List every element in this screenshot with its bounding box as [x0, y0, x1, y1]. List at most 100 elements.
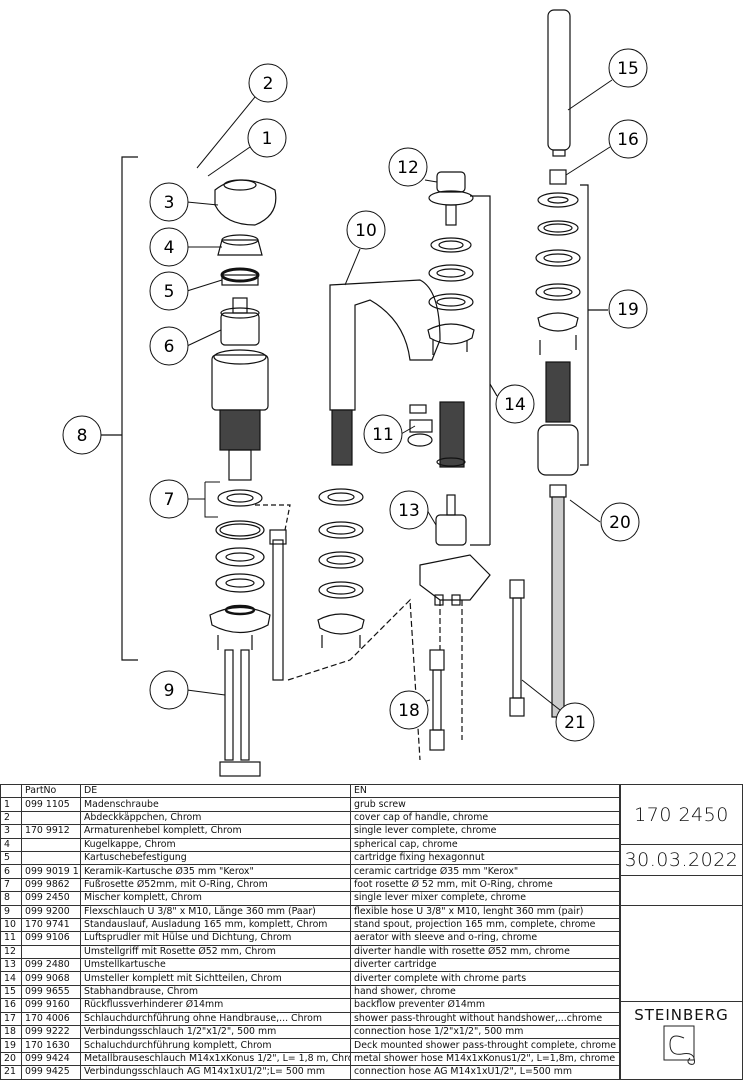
callout-2: 2 [248, 63, 288, 103]
cell-en: flexible hose Ü 3/8" x M10, lenght 360 m… [350, 904, 620, 919]
callout-10: 10 [346, 210, 386, 250]
cell-de: Madenschraube [80, 797, 351, 812]
cell-no: 19 [0, 1038, 22, 1053]
cell-no: 18 [0, 1025, 22, 1040]
cell-partno: 099 9655 [21, 984, 81, 1000]
cell-de: Standauslauf, Ausladung 165 mm, komplett… [80, 917, 351, 933]
spout-parts [287, 279, 441, 761]
callout-3: 3 [149, 182, 189, 222]
cell-de: Armaturenhebel komplett, Chrom [80, 824, 351, 839]
cell-partno: 099 9424 [21, 1051, 81, 1067]
cell-no: 20 [0, 1051, 22, 1067]
callout-4: 4 [149, 227, 189, 267]
svg-text:15: 15 [617, 59, 639, 79]
cell-partno: 170 9912 [21, 824, 81, 839]
cell-de: Schlauchdurchführung ohne Handbrause,...… [80, 1011, 351, 1027]
header-partno: PartNo [21, 783, 81, 799]
cell-no: 5 [0, 850, 22, 866]
mixer-parts [209, 179, 291, 777]
svg-text:19: 19 [617, 300, 639, 320]
table-row: 12 Umstellgriff mit Rosette Ø52 mm, Chrom… [0, 944, 620, 960]
cell-partno [21, 810, 81, 826]
svg-text:8: 8 [77, 426, 88, 446]
cell-no: 2 [0, 810, 22, 826]
callout-5: 5 [149, 271, 189, 311]
cell-de: Kartuschebefestigung [80, 850, 351, 866]
diverter-parts [419, 171, 498, 751]
cell-no: 3 [0, 824, 22, 839]
callout-20: 20 [600, 502, 640, 542]
svg-text:3: 3 [164, 193, 175, 213]
cell-de: Umsteller komplett mit Sichtteilen, Chro… [80, 971, 351, 986]
cell-en: single lever complete, chrome [350, 824, 620, 839]
cell-en: Deck mounted shower pass-throught comple… [350, 1038, 620, 1053]
cell-de: Keramik-Kartusche Ø35 mm "Kerox" [80, 864, 351, 879]
cell-partno: 099 9160 [21, 998, 81, 1013]
svg-text:2: 2 [263, 74, 274, 94]
brand-logo-icon [663, 1025, 695, 1065]
cell-partno: 170 9741 [21, 917, 81, 933]
cell-de: Stabhandbrause, Chrom [80, 984, 351, 1000]
cell-partno: 170 1630 [21, 1038, 81, 1053]
cell-partno [21, 944, 81, 960]
table-header-row: PartNo DE EN [0, 783, 620, 799]
svg-text:12: 12 [397, 158, 419, 178]
cell-no: 1 [0, 797, 22, 812]
callout-6: 6 [149, 326, 189, 366]
drawing-date: 30.03.2022 [620, 844, 743, 876]
cell-no: 13 [0, 958, 22, 973]
cell-partno [21, 837, 81, 852]
callout-8: 8 [62, 415, 102, 455]
article-number: 170 2450 [620, 784, 743, 845]
cell-de: Schaluchdurchführung komplett, Chrom [80, 1038, 351, 1053]
callout-15: 15 [608, 48, 648, 88]
svg-text:6: 6 [164, 337, 175, 357]
cell-en: diverter cartridge [350, 958, 620, 973]
svg-text:10: 10 [355, 221, 377, 241]
svg-text:21: 21 [564, 713, 586, 733]
svg-text:16: 16 [617, 130, 639, 150]
cell-de: Verbindungsschlauch 1/2"x1/2", 500 mm [80, 1025, 351, 1040]
callout-12: 12 [388, 147, 428, 187]
cell-en: ceramic cartridge Ø35 mm "Kerox" [350, 864, 620, 879]
cell-partno: 170 4006 [21, 1011, 81, 1027]
cell-no: 4 [0, 837, 22, 852]
cell-partno: 099 9019 1 [21, 864, 81, 879]
callout-13: 13 [389, 490, 429, 530]
empty-cell [620, 905, 743, 1002]
cell-no: 15 [0, 984, 22, 1000]
header-en: EN [350, 783, 620, 799]
cell-partno: 099 9862 [21, 877, 81, 893]
callout-21: 21 [555, 702, 595, 742]
bracket-8 [121, 156, 138, 661]
cell-partno: 099 1105 [21, 797, 81, 812]
cell-en: metal shower hose M14x1xKonus1/2", L=1,8… [350, 1051, 620, 1067]
cell-en: stand spout, projection 165 mm, complete… [350, 917, 620, 933]
cell-no: 8 [0, 891, 22, 906]
callout-14: 14 [495, 384, 535, 424]
cell-no: 14 [0, 971, 22, 986]
cell-en: connection hose AG M14x1xÜ1/2", L=500 mm [350, 1065, 620, 1080]
cell-de: Umstellgriff mit Rosette Ø52 mm, Chrom [80, 944, 351, 960]
leader-lines [186, 79, 613, 711]
cell-no: 7 [0, 877, 22, 893]
svg-text:20: 20 [609, 513, 631, 533]
svg-text:4: 4 [164, 238, 175, 258]
cell-partno: 099 9200 [21, 904, 81, 919]
cell-de: Luftsprudler mit Hülse und Dichtung, Chr… [80, 931, 351, 946]
cell-en: spherical cap, chrome [350, 837, 620, 852]
cell-de: Kugelkappe, Chrom [80, 837, 351, 852]
cell-no: 12 [0, 944, 22, 960]
